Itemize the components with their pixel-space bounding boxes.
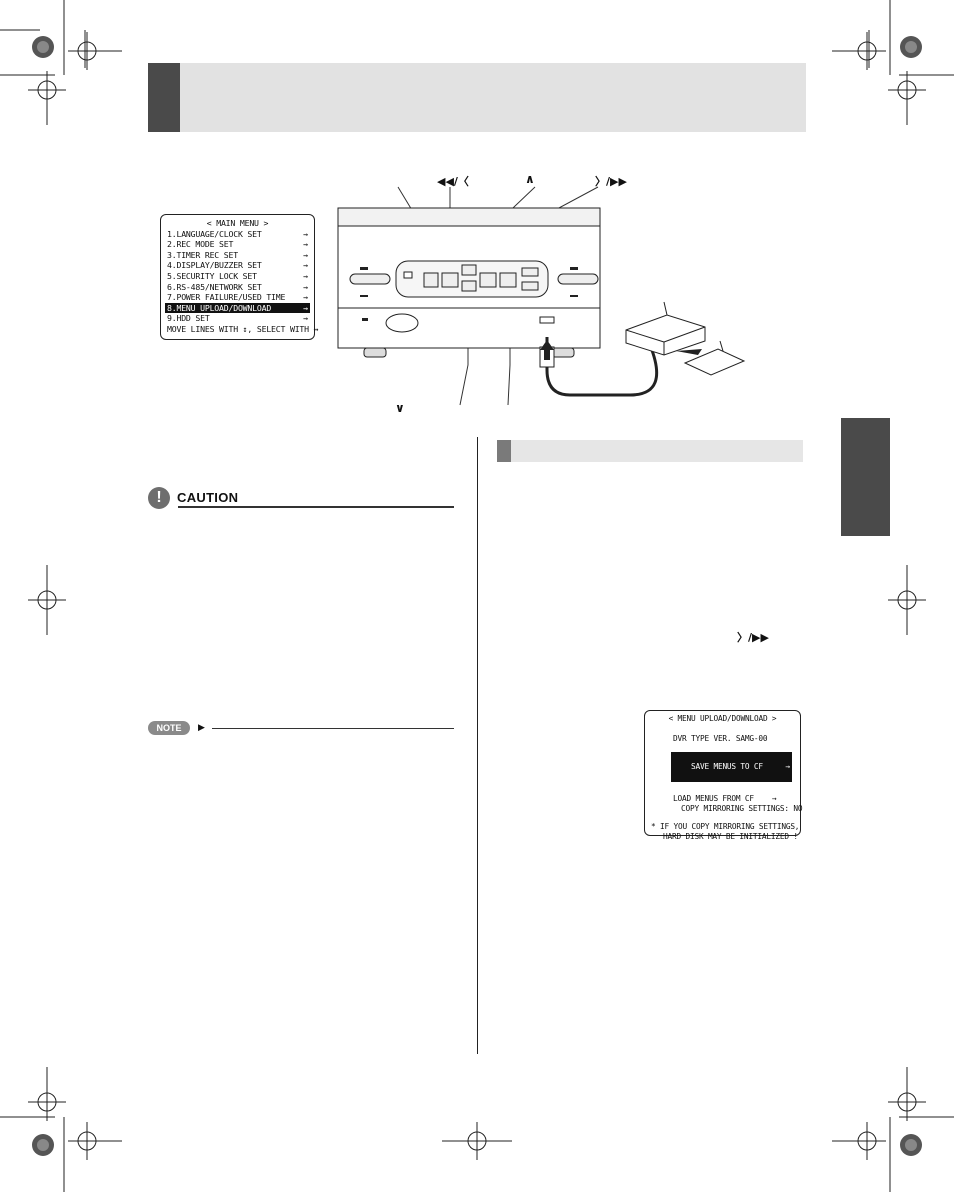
dvr-type-line: DVR TYPE VER. SAMG-00 [673, 734, 768, 743]
main-menu-list: 1.LANGUAGE/CLOCK SET→2.REC MODE SET→3.TI… [165, 229, 310, 324]
arrow-right-icon: → [303, 270, 308, 281]
page-header-band [148, 63, 806, 132]
main-menu-item-label: 2.REC MODE SET [167, 239, 234, 250]
main-menu-item-label: 4.DISPLAY/BUZZER SET [167, 260, 262, 271]
caution-rule [178, 506, 454, 508]
arrow-right-icon: → [303, 239, 308, 250]
copy-mirroring-option[interactable]: COPY MIRRORING SETTINGS: NO [681, 804, 803, 813]
section-heading-bar [497, 440, 803, 462]
section-heading-tab [497, 440, 511, 462]
main-menu-item[interactable]: 1.LANGUAGE/CLOCK SET → [165, 229, 310, 240]
main-menu-item-label: 8.MENU UPLOAD/DOWNLOAD [167, 302, 272, 313]
caution-icon: ! [148, 487, 170, 509]
save-menus-option[interactable]: SAVE MENUS TO CF → [671, 752, 792, 782]
column-divider [477, 437, 478, 1054]
main-menu-item[interactable]: 8.MENU UPLOAD/DOWNLOAD → [165, 302, 310, 314]
main-menu-item[interactable]: 6.RS-485/NETWORK SET → [165, 282, 310, 293]
arrow-right-icon: → [303, 302, 308, 313]
main-menu-footer: MOVE LINES WITH ↕, SELECT WITH ↔ [167, 323, 319, 334]
main-menu-item[interactable]: 2.REC MODE SET → [165, 239, 310, 250]
main-menu-item[interactable]: 9.HDD SET → [165, 313, 310, 324]
rewind-button-label: ◀◀/〈 [437, 175, 469, 188]
warning-line-2: HARD DISK MAY BE INITIALIZED ! [663, 832, 798, 841]
main-menu-item[interactable]: 4.DISPLAY/BUZZER SET → [165, 260, 310, 271]
dvr-front-panel-illustration [337, 186, 746, 406]
arrow-right-icon: → [303, 313, 308, 324]
upload-menu-title: < MENU UPLOAD/DOWNLOAD > [668, 714, 777, 723]
arrow-right-icon: → [303, 281, 308, 292]
upload-download-screen: < MENU UPLOAD/DOWNLOAD > DVR TYPE VER. S… [644, 710, 803, 841]
note-rule [212, 728, 454, 729]
main-menu-item-label: 6.RS-485/NETWORK SET [167, 281, 262, 292]
warning-line-1: * IF YOU COPY MIRRORING SETTINGS, [651, 822, 800, 831]
caution-heading: CAUTION [177, 490, 239, 505]
main-menu-item-label: 5.SECURITY LOCK SET [167, 270, 257, 281]
main-menu-item-label: 3.TIMER REC SET [167, 249, 238, 260]
up-button-label: ∧ [525, 172, 535, 186]
save-menus-label: SAVE MENUS TO CF → [690, 762, 790, 771]
chapter-side-tab [841, 418, 890, 536]
main-menu-item[interactable]: 5.SECURITY LOCK SET → [165, 271, 310, 282]
main-menu-title: < MAIN MENU > [206, 218, 269, 228]
main-menu-item[interactable]: 7.POWER FAILURE/USED TIME → [165, 292, 310, 303]
main-menu-item-label: 1.LANGUAGE/CLOCK SET [167, 228, 262, 239]
main-menu-screen: < MAIN MENU > 1.LANGUAGE/CLOCK SET→2.REC… [160, 214, 319, 340]
main-menu-item[interactable]: 3.TIMER REC SET → [165, 250, 310, 261]
arrow-right-icon: → [303, 292, 308, 303]
down-button-label: ∨ [395, 401, 405, 415]
arrow-right-icon: → [303, 249, 308, 260]
page-header-tab [148, 63, 180, 132]
main-menu-item-label: 7.POWER FAILURE/USED TIME [167, 292, 286, 303]
arrow-right-icon: → [303, 260, 308, 271]
fast-forward-button-label: 〉/▶▶ [595, 175, 627, 188]
arrow-right-icon: → [303, 228, 308, 239]
note-arrow-icon: ▶ [198, 722, 205, 732]
note-badge: NOTE [148, 721, 190, 735]
fast-forward-inline-symbol: 〉/▶▶ [737, 631, 769, 644]
main-menu-item-label: 9.HDD SET [167, 313, 210, 324]
load-menus-option[interactable]: LOAD MENUS FROM CF → [673, 794, 777, 803]
